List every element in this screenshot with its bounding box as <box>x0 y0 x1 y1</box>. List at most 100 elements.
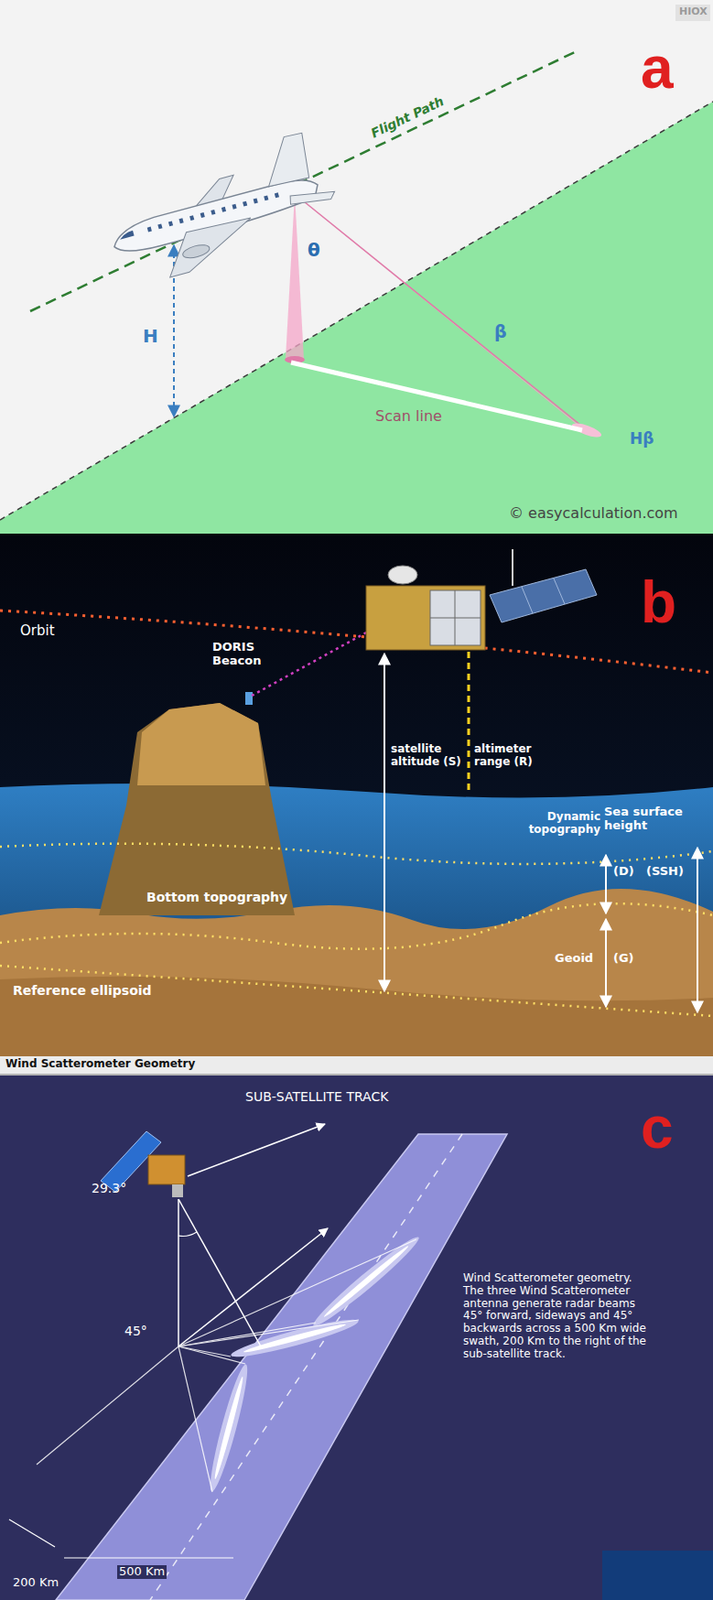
radar-beams <box>178 1346 213 1492</box>
altimetry-satellite <box>366 549 597 650</box>
panel-letter: a <box>640 34 674 103</box>
measure-lines <box>0 631 713 1016</box>
panel-a <box>0 0 713 534</box>
altimetry-satellite <box>521 586 533 614</box>
angle-label: 29.3° <box>91 1180 127 1196</box>
radar-beams <box>205 1361 254 1493</box>
radar-beams <box>308 1231 423 1332</box>
airplane <box>200 212 206 218</box>
scatterometer-rays <box>178 1199 261 1347</box>
symbol-label: (G) <box>613 951 635 966</box>
altimetry-satellite <box>553 578 565 605</box>
geoid-label: Geoid <box>554 951 594 966</box>
scatterometer-rays <box>178 1228 328 1347</box>
scan-geometry <box>285 194 304 359</box>
panel-c <box>0 1074 713 1076</box>
scatterometer-satellite <box>172 1184 184 1198</box>
airplane <box>118 230 135 240</box>
panel-c <box>0 1075 713 1600</box>
airplane <box>288 184 336 210</box>
angle-label: 45° <box>124 1323 148 1339</box>
airplane <box>97 128 346 290</box>
measure-lines <box>604 918 607 1007</box>
panel-a <box>675 4 711 22</box>
airplane <box>210 209 216 216</box>
scan-geometry <box>294 194 586 430</box>
island-rock <box>245 691 253 705</box>
line-label: Scan line <box>375 408 443 425</box>
scatterometer-rays <box>64 1556 234 1558</box>
measure-lines <box>251 631 368 696</box>
point-label: Hβ <box>629 430 654 449</box>
topography-label: Dynamic topography <box>514 810 601 837</box>
island-rock <box>137 702 266 786</box>
radar-beams <box>178 1346 246 1364</box>
radar-beams <box>36 1346 179 1465</box>
panel-b <box>0 783 713 1057</box>
radar-beams <box>36 1239 417 1492</box>
angle-symbol: θ <box>307 239 321 261</box>
airplane <box>189 215 195 221</box>
airplane <box>231 204 237 210</box>
scan-geometry <box>291 362 583 431</box>
panel-c <box>150 1134 463 1600</box>
panel-c <box>0 1056 713 1600</box>
scatterometer-rays <box>9 1519 55 1547</box>
panel-b <box>0 533 713 1057</box>
panel-a <box>0 101 713 520</box>
bottom-label: Bottom topography <box>146 889 288 905</box>
airplane <box>157 224 163 230</box>
altitude-label: satellite altitude (S) <box>390 743 465 769</box>
island-rock <box>98 691 295 916</box>
altimetry-satellite <box>454 590 456 646</box>
airplane <box>168 220 173 227</box>
panel-a <box>0 0 713 534</box>
airplane <box>257 131 314 188</box>
altimetry-satellite <box>511 549 514 586</box>
island-rock <box>98 702 295 916</box>
range-label: altimeter range (R) <box>474 743 550 769</box>
measure-lines <box>383 653 386 992</box>
radar-beams <box>212 1375 246 1481</box>
height-symbol: H <box>142 325 159 347</box>
airplane <box>253 198 259 205</box>
altimetry-satellite <box>430 590 481 646</box>
radar-beams <box>322 1243 411 1319</box>
scatterometer-satellite <box>148 1155 185 1185</box>
angle-symbol: β <box>494 322 508 343</box>
airplane <box>263 194 269 201</box>
airplane <box>181 242 211 260</box>
airplane <box>179 217 184 224</box>
measure-lines <box>696 847 699 1013</box>
panel-letter: c <box>640 1094 674 1163</box>
beacon-label: DORIS Beacon <box>212 640 271 669</box>
scatterometer-rays <box>187 1123 325 1177</box>
altimetry-satellite <box>366 585 486 650</box>
track-label: SUB-SATELLITE TRACK <box>245 1089 389 1104</box>
radar-beams <box>228 1314 360 1363</box>
symbol-label: (D) <box>613 864 635 879</box>
panel-c <box>0 1056 713 1075</box>
altimetry-satellite <box>388 565 418 584</box>
ssh-label: Sea surface height <box>604 805 707 833</box>
panel-c <box>602 1550 713 1600</box>
airplane <box>160 215 261 278</box>
scatterometer-rays <box>9 1123 328 1558</box>
scatterometer-rays <box>177 1199 180 1347</box>
symbol-label: (SSH) <box>646 864 684 879</box>
distance-label: 500 Km <box>117 1565 167 1579</box>
panel-a <box>30 51 577 312</box>
watermark: HIOX <box>679 6 708 19</box>
panel-c <box>55 1134 508 1600</box>
panel-b <box>0 610 713 673</box>
airplane <box>221 206 227 213</box>
header-title: Wind Scatterometer Geometry <box>5 1058 195 1071</box>
caption-note: Wind Scatterometer geometry. The three W… <box>463 1272 651 1362</box>
scan-geometry <box>173 194 604 441</box>
panel-letter: b <box>640 569 677 638</box>
radar-beams <box>178 1239 417 1347</box>
measure-lines <box>604 854 607 914</box>
copyright-note: © easycalculation.com <box>508 505 679 522</box>
